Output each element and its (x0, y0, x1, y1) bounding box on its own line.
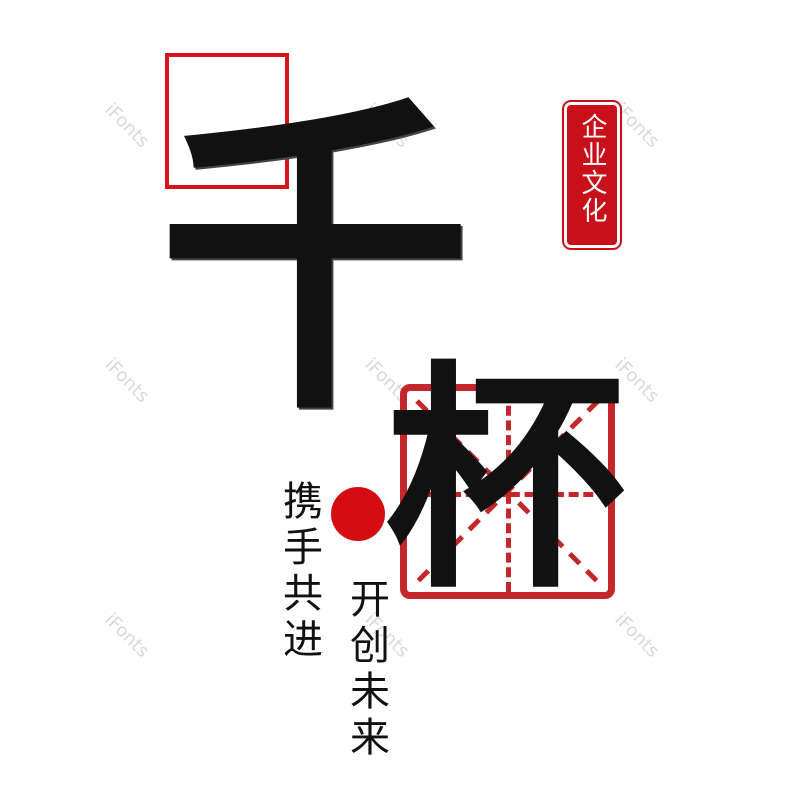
red-square-frame (165, 53, 289, 189)
watermark: iFonts (610, 99, 664, 152)
watermark: iFonts (100, 99, 154, 152)
watermark: iFonts (100, 354, 154, 407)
seal-text: 企业文化 (577, 113, 607, 225)
red-dot (331, 487, 385, 541)
title-char-bei: 杯 (385, 339, 626, 621)
seal-stamp: 企业文化 (567, 105, 617, 245)
watermark: iFonts (100, 609, 154, 662)
slogan-right: 开创未来 (343, 578, 389, 762)
slogan-left: 携手共进 (276, 480, 322, 664)
title-char-qian: 千 (158, 66, 472, 454)
grid-diagonal-lines (415, 399, 600, 584)
calligraphy-grid-box (400, 384, 615, 599)
